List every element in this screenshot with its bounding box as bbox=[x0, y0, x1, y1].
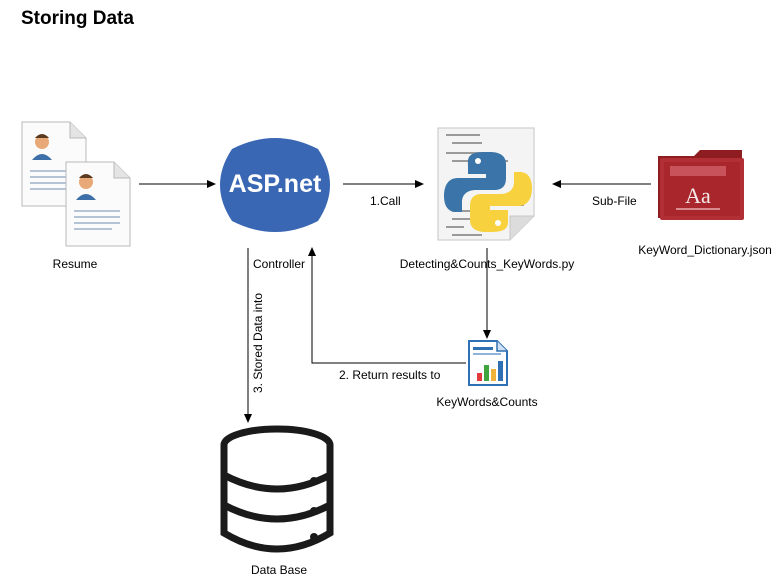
controller-node: ASP.net bbox=[214, 133, 336, 237]
dictionary-book-icon: Aa bbox=[658, 150, 744, 220]
resume-node bbox=[18, 118, 133, 248]
svg-text:Aa: Aa bbox=[685, 183, 711, 208]
diagram-title: Storing Data bbox=[21, 8, 134, 29]
script-label: Detecting&Counts_KeyWords.py bbox=[399, 257, 575, 271]
script-node bbox=[434, 124, 540, 242]
aspnet-logo-text: ASP.net bbox=[229, 170, 322, 198]
database-icon bbox=[220, 425, 334, 553]
dictionary-node: Aa bbox=[654, 148, 750, 224]
edge-label-return: 2. Return results to bbox=[339, 368, 441, 382]
database-label: Data Base bbox=[250, 563, 308, 577]
resume-documents-icon bbox=[21, 121, 131, 247]
edge-label-stored: 3. Stored Data into bbox=[251, 292, 265, 393]
edge-label-call: 1.Call bbox=[370, 194, 401, 208]
resume-label: Resume bbox=[52, 257, 98, 271]
python-script-icon bbox=[437, 127, 535, 241]
edge-label-subfile: Sub-File bbox=[592, 194, 637, 208]
results-label: KeyWords&Counts bbox=[436, 395, 538, 409]
aspnet-logo-icon: ASP.net bbox=[220, 138, 330, 232]
results-node bbox=[467, 339, 509, 387]
edge-results-to-controller bbox=[308, 247, 466, 364]
controller-label: Controller bbox=[253, 257, 306, 271]
dictionary-label: KeyWord_Dictionary.json bbox=[638, 243, 772, 257]
database-node bbox=[220, 425, 335, 555]
spreadsheet-chart-icon bbox=[468, 340, 508, 386]
